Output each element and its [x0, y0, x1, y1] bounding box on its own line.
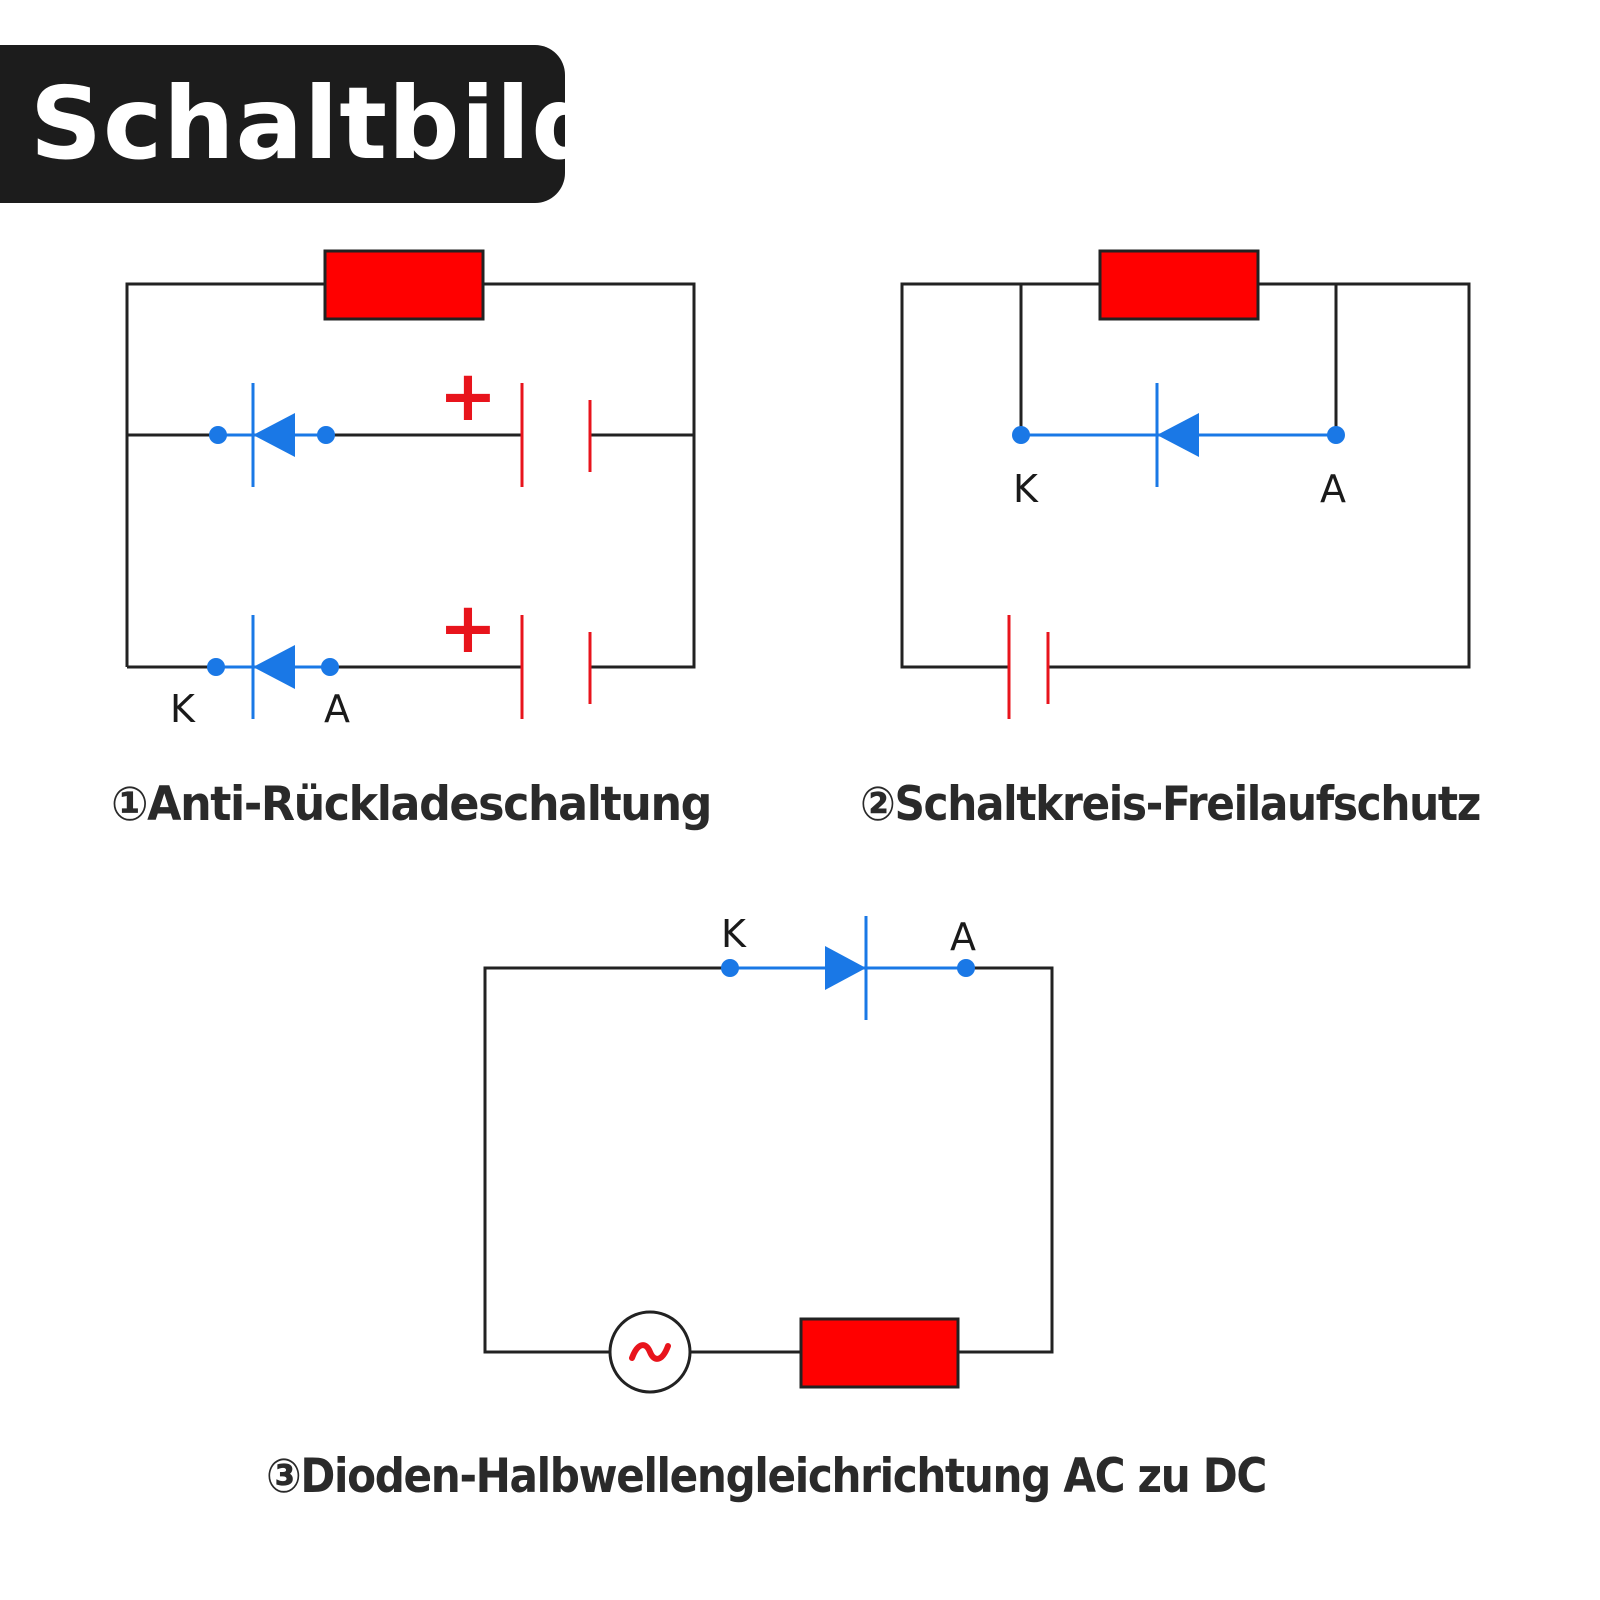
- circuit1-terminal-a: A: [324, 687, 350, 731]
- circuit3-dot-a: [957, 959, 975, 977]
- circuit2-terminal-a: A: [1320, 467, 1346, 511]
- circuit2-diode-triangle: [1157, 413, 1199, 457]
- ac-wave-icon: [629, 1342, 671, 1362]
- circuit2-resistor: [1098, 249, 1260, 321]
- circuit-anti-backcharge: + + K A ①Anti-Rückladeschaltung: [111, 249, 713, 832]
- circuit3-caption: ③Dioden-Halbwellengleichrichtung AC zu D…: [266, 1449, 1266, 1504]
- circuit1-caption: ①Anti-Rückladeschaltung: [111, 777, 711, 832]
- circuit1-frame-right-top: [483, 282, 696, 669]
- circuit3-diode-triangle: [825, 946, 866, 990]
- circuit3-resistor: [799, 1317, 960, 1389]
- circuit2-caption: ②Schaltkreis-Freilaufschutz: [860, 777, 1480, 832]
- circuit1-upper-plus-sign: +: [439, 355, 498, 437]
- circuit1-resistor: [323, 249, 485, 321]
- page-title: Schaltbild: [30, 65, 604, 182]
- circuit1-upper-diode-triangle: [253, 413, 295, 457]
- circuit-half-wave-rectifier: K A ③Dioden-Halbwellengleichrichtung AC …: [266, 912, 1268, 1504]
- circuit3-terminal-k: K: [721, 912, 747, 956]
- circuit3-frame-right: [958, 966, 1054, 1354]
- circuit1-terminal-k: K: [170, 687, 196, 731]
- header-banner: Schaltbild: [0, 45, 603, 203]
- circuit1-lower-plus-sign: +: [439, 587, 498, 669]
- circuit2-frame-right: [1048, 282, 1471, 669]
- circuit1-lower-dot-a: [321, 658, 339, 676]
- circuit-freewheel-protection: K A ②Schaltkreis-Freilaufschutz: [860, 249, 1482, 832]
- circuit2-frame: [900, 282, 1100, 669]
- circuit2-dot-k: [1012, 426, 1030, 444]
- circuit1-lower-dot-k: [207, 658, 225, 676]
- circuit1-upper-dot-k: [209, 426, 227, 444]
- circuit3-terminal-a: A: [950, 915, 976, 959]
- circuit1-frame-left-top: [125, 282, 325, 667]
- circuit1-upper-dot-a: [317, 426, 335, 444]
- circuit3-frame-left: [483, 966, 730, 1354]
- circuit2-dot-a: [1327, 426, 1345, 444]
- circuit3-dot-k: [721, 959, 739, 977]
- circuit2-terminal-k: K: [1013, 467, 1039, 511]
- circuit1-lower-diode-triangle: [253, 645, 295, 689]
